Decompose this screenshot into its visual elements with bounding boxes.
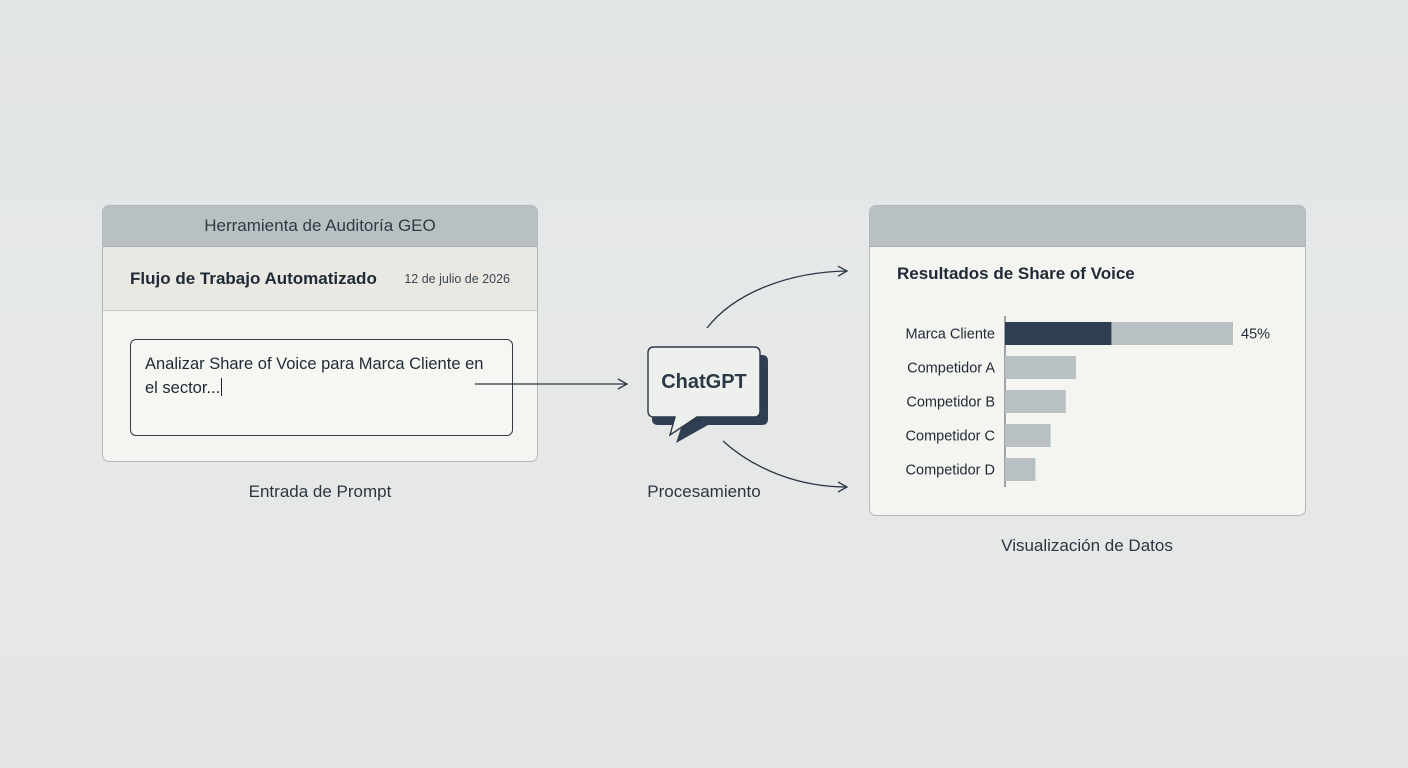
bar — [1005, 356, 1076, 379]
window-title: Herramienta de Auditoría GEO — [204, 216, 436, 235]
workflow-header: Flujo de Trabajo Automatizado 12 de juli… — [103, 247, 537, 311]
results-window: Resultados de Share of Voice Marca Clien… — [869, 205, 1306, 516]
data-label: 45% — [1241, 327, 1270, 343]
bar — [1005, 424, 1051, 447]
visualization-caption: Visualización de Datos — [1001, 536, 1173, 555]
processing-caption: Procesamiento — [647, 482, 761, 501]
chart-title: Resultados de Share of Voice — [897, 264, 1135, 283]
arrow-right-icon — [722, 440, 849, 493]
prompt-input-caption: Entrada de Prompt — [248, 482, 392, 501]
category-label: Competidor B — [906, 395, 995, 411]
workflow-date: 12 de julio de 2026 — [404, 272, 510, 286]
category-label: Competidor D — [906, 463, 995, 479]
bar — [1005, 390, 1066, 413]
arrow-right-icon — [706, 265, 849, 329]
share-of-voice-chart: Marca Cliente 45% Competidor A Competidor B… — [906, 316, 1270, 487]
chatgpt-label: ChatGPT — [661, 370, 747, 393]
text-caret — [221, 378, 223, 396]
category-label: Competidor C — [906, 429, 995, 445]
prompt-text-line-1: Analizar Share of Voice para Marca Clien… — [145, 355, 484, 373]
window-titlebar — [870, 206, 1305, 247]
prompt-text-line-2: el sector... — [145, 376, 498, 400]
prompt-text-line-2-text: el sector... — [145, 379, 221, 397]
bar-highlight — [1005, 322, 1112, 345]
bar — [1005, 458, 1036, 481]
category-label: Marca Cliente — [906, 327, 995, 343]
prompt-input-window: Herramienta de Auditoría GEO Flujo de Tr… — [102, 205, 538, 462]
prompt-input-field[interactable]: Analizar Share of Voice para Marca Clien… — [130, 339, 513, 436]
workflow-title: Flujo de Trabajo Automatizado — [130, 269, 377, 288]
category-label: Competidor A — [907, 361, 995, 377]
window-titlebar: Herramienta de Auditoría GEO — [103, 206, 537, 247]
